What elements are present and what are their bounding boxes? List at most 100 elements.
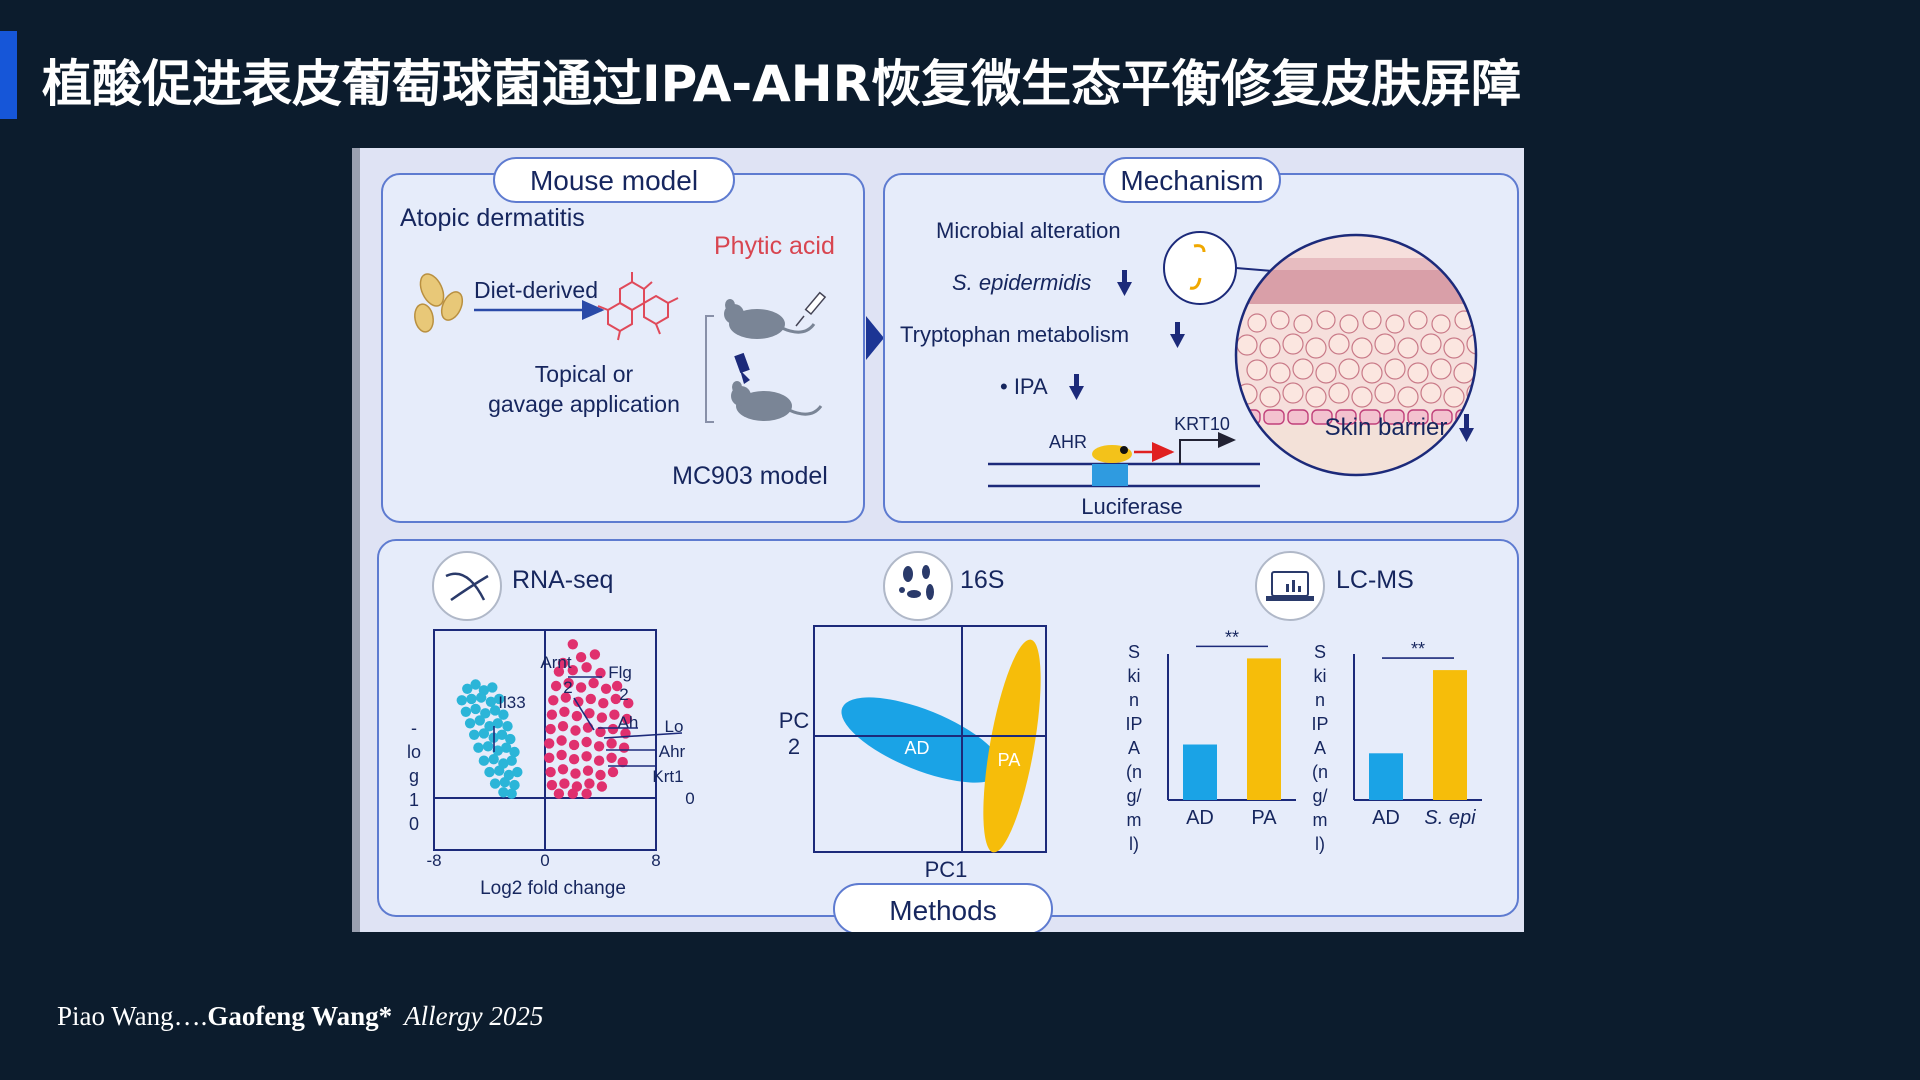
volcano-point-down bbox=[456, 695, 467, 706]
volcano-point-up bbox=[550, 680, 562, 692]
volcano-point-down bbox=[474, 715, 485, 726]
volcano-point-up bbox=[575, 682, 587, 693]
volcano-point-up bbox=[581, 788, 592, 799]
s-epidermidis-label: S. epidermidis bbox=[952, 270, 1091, 295]
volcano-y-axis-label-fragment: lo bbox=[407, 742, 421, 762]
volcano-gene-label: 0 bbox=[685, 789, 694, 808]
peanut-icon bbox=[414, 273, 464, 333]
volcano-gene-label: Krt1 bbox=[652, 767, 683, 786]
volcano-point-up bbox=[544, 752, 555, 763]
volcano-point-up bbox=[575, 652, 587, 663]
skin-magnifier-circle bbox=[1234, 233, 1478, 477]
volcano-point-up bbox=[617, 756, 628, 768]
volcano-point-up bbox=[567, 788, 578, 799]
volcano-point-up bbox=[593, 755, 605, 766]
volcano-point-down bbox=[470, 703, 481, 715]
volcano-point-down bbox=[484, 721, 495, 732]
volcano-point-up bbox=[595, 726, 606, 738]
luciferase-label: Luciferase bbox=[1081, 494, 1183, 519]
down-arrow-icon bbox=[1117, 270, 1132, 296]
volcano-point-down bbox=[489, 705, 501, 716]
volcano-point-up bbox=[553, 666, 565, 677]
methods-header-pill bbox=[833, 883, 1053, 932]
volcano-point-down bbox=[469, 729, 480, 740]
volcano-point-up bbox=[573, 696, 584, 707]
tryptophan-metabolism-label: Tryptophan metabolism bbox=[900, 322, 1129, 347]
volcano-point-up bbox=[596, 781, 608, 792]
pca-plot-frame bbox=[813, 625, 1047, 853]
volcano-y-axis-label-fragment: g bbox=[409, 766, 419, 786]
volcano-y-axis-label-fragment: 1 bbox=[409, 790, 419, 810]
bar-category-label: PA bbox=[1251, 807, 1277, 829]
bar-category-label: S. epi bbox=[1424, 807, 1476, 829]
volcano-point-down bbox=[498, 709, 509, 720]
mechanism-header-pill bbox=[1103, 157, 1281, 203]
bar-sepi bbox=[1433, 670, 1467, 800]
pca-ellipse-pa bbox=[983, 639, 1041, 853]
pca-x-axis-label: PC1 bbox=[925, 857, 968, 882]
volcano-point-up bbox=[581, 662, 592, 673]
s16-label: 16S bbox=[960, 566, 1004, 594]
volcano-point-up bbox=[567, 639, 578, 650]
volcano-point-down bbox=[505, 733, 516, 745]
volcano-point-down bbox=[492, 745, 503, 756]
volcano-point-up bbox=[570, 768, 581, 779]
mouse-model-header: Mouse model bbox=[530, 165, 698, 196]
phytic-acid-label: Phytic acid bbox=[714, 232, 835, 260]
bar-y-axis-label-fragment: S bbox=[1314, 642, 1326, 662]
volcano-point-down bbox=[488, 754, 499, 765]
volcano-x-axis-label: Log2 fold change bbox=[480, 878, 626, 899]
volcano-point-down bbox=[487, 682, 498, 693]
citation-corresponding-author: Gaofeng Wang* bbox=[207, 1001, 393, 1031]
volcano-point-down bbox=[501, 742, 512, 753]
mouse-icon-bottom bbox=[731, 381, 823, 421]
bar-pa bbox=[1247, 658, 1281, 800]
graphical-abstract-svg: Mouse model Atopic dermatitis Phytic aci… bbox=[352, 148, 1519, 932]
volcano-point-down bbox=[466, 693, 477, 705]
volcano-point-up bbox=[589, 649, 601, 660]
bar-y-axis-label-fragment: l) bbox=[1129, 834, 1139, 854]
bacteria-magnifier-circle bbox=[1163, 231, 1237, 305]
significance-stars: ** bbox=[1411, 639, 1425, 659]
mouse-model-header-pill bbox=[493, 157, 735, 203]
bar-y-axis-label-fragment: ki bbox=[1314, 666, 1327, 686]
panel-connector-arrow bbox=[866, 316, 884, 360]
volcano-point-up bbox=[623, 698, 634, 709]
bacteria-icon bbox=[1193, 244, 1206, 253]
volcano-point-up bbox=[596, 712, 608, 723]
transcription-start-arrow bbox=[1179, 432, 1236, 464]
volcano-point-up bbox=[621, 713, 633, 725]
bar-y-axis-label-fragment: S bbox=[1128, 642, 1140, 662]
volcano-point-up bbox=[546, 709, 558, 720]
volcano-point-up bbox=[598, 698, 609, 709]
volcano-point-down bbox=[498, 787, 509, 798]
volcano-point-up bbox=[546, 779, 558, 791]
volcano-point-down bbox=[489, 778, 501, 789]
bar-y-axis-label-fragment: IP bbox=[1311, 714, 1328, 734]
volcano-point-up bbox=[571, 710, 583, 722]
title-accent-bar bbox=[0, 31, 17, 119]
bacteria-icon-badge bbox=[883, 551, 953, 621]
volcano-point-up bbox=[609, 709, 620, 720]
volcano-point-down bbox=[478, 728, 490, 739]
volcano-gene-label: Flg bbox=[608, 663, 632, 682]
volcano-point-up bbox=[584, 778, 595, 789]
bar-y-axis-label-fragment: g/ bbox=[1126, 786, 1141, 806]
bar-y-axis-label-fragment: A bbox=[1314, 738, 1326, 758]
graphical-abstract-figure: Mouse model Atopic dermatitis Phytic aci… bbox=[352, 148, 1524, 932]
computer-icon bbox=[1266, 571, 1314, 601]
volcano-callout-line bbox=[573, 697, 595, 731]
volcano-point-up bbox=[611, 680, 623, 692]
volcano-gene-label: Ah bbox=[618, 713, 639, 732]
mouse-icon-top bbox=[724, 299, 816, 339]
bar-ad bbox=[1369, 753, 1403, 800]
mechanism-panel: Mechanism Microbial alteration S. epider… bbox=[883, 157, 1519, 523]
volcano-point-down bbox=[494, 693, 505, 705]
mc903-model-label: MC903 model bbox=[672, 462, 828, 490]
volcano-point-down bbox=[492, 718, 503, 729]
volcano-point-up bbox=[595, 769, 606, 781]
volcano-gene-label: 2 bbox=[619, 685, 628, 704]
skin-barrier-label: Skin barrier bbox=[1325, 414, 1448, 441]
